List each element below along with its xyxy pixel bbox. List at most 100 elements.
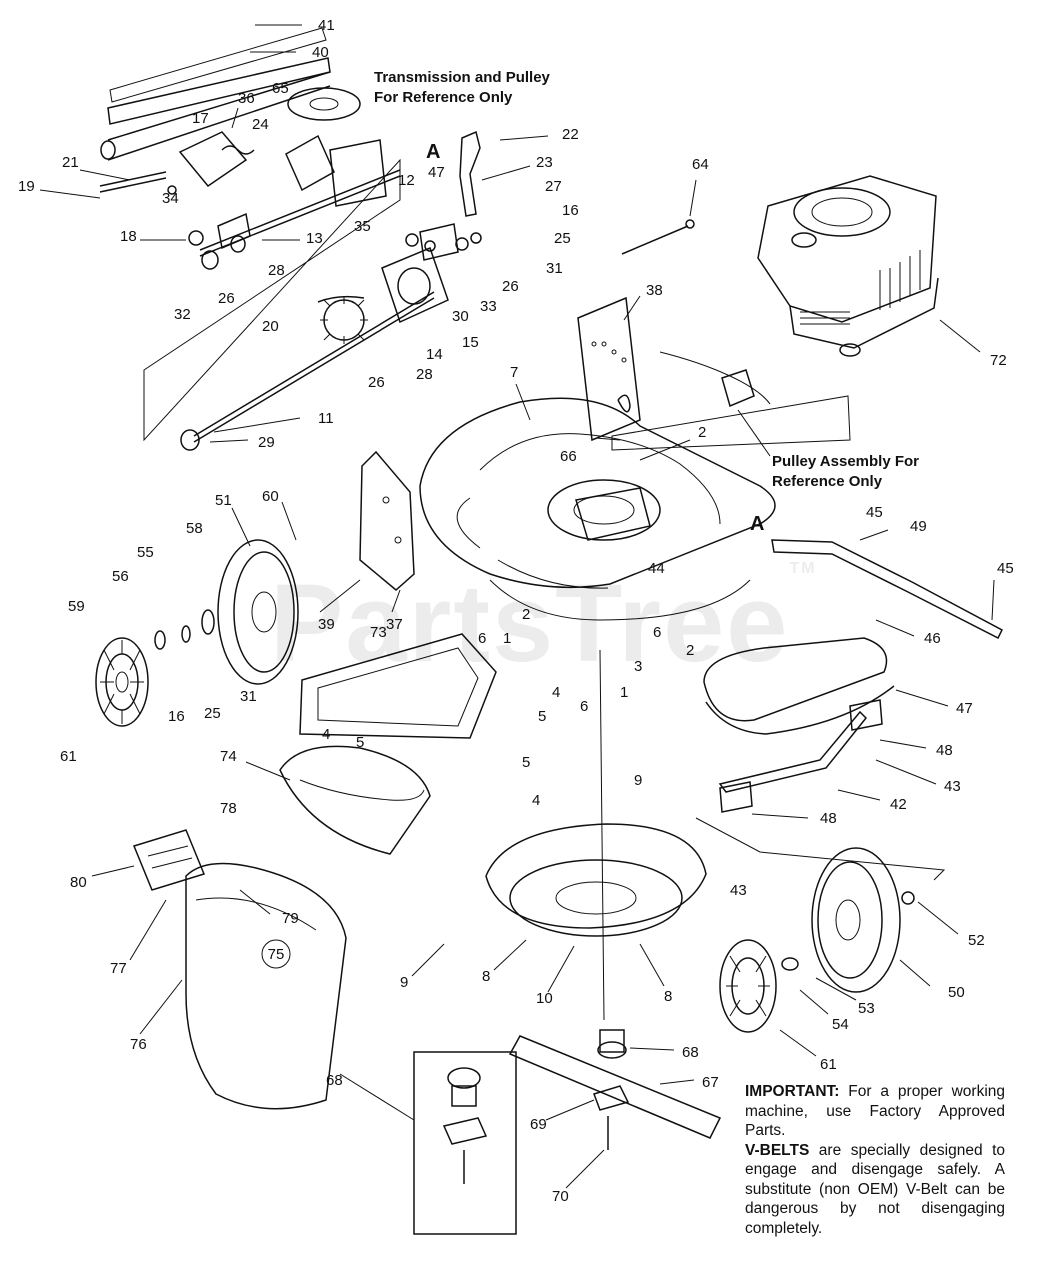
callout-52: 52 [968, 932, 985, 949]
callout-50: 50 [948, 984, 965, 1001]
callout-9: 9 [634, 772, 642, 789]
callout-49: 49 [910, 518, 927, 535]
control-cable [611, 351, 851, 451]
upper-handle [771, 539, 1003, 640]
callout-56: 56 [112, 568, 129, 585]
callout-1: 1 [620, 684, 628, 701]
callout-28: 28 [268, 262, 285, 279]
callout-72: 72 [990, 352, 1007, 369]
bag-back-plate [132, 829, 206, 891]
callout-28: 28 [416, 366, 433, 383]
callout-48: 48 [820, 810, 837, 827]
callout-55: 55 [137, 544, 154, 561]
callout-41: 41 [318, 17, 335, 34]
callout-74: 74 [220, 748, 237, 765]
callout-24: 24 [252, 116, 269, 133]
important-label: IMPORTANT: [745, 1083, 840, 1100]
marker-a-top: A [426, 141, 440, 163]
callout-5: 5 [356, 734, 364, 751]
callout-79: 79 [282, 910, 299, 927]
callout-16: 16 [168, 708, 185, 725]
callout-38: 38 [646, 282, 663, 299]
pulley-ref-line2: Reference Only [772, 473, 883, 490]
cutting-blade [508, 1029, 722, 1150]
callout-31: 31 [546, 260, 563, 277]
transmission-ref-line1: Transmission and Pulley [374, 69, 551, 86]
callout-5: 5 [522, 754, 530, 771]
callout-77: 77 [110, 960, 127, 977]
callout-27: 27 [545, 178, 562, 195]
callout-42: 42 [890, 796, 907, 813]
callout-16: 16 [562, 202, 579, 219]
pulley-ref-line1: Pulley Assembly For [772, 453, 919, 470]
chute-door [299, 633, 497, 739]
callout-18: 18 [120, 228, 137, 245]
callout-64: 64 [692, 156, 709, 173]
callout-47: 47 [428, 164, 445, 181]
callout-11: 11 [318, 410, 334, 427]
height-adjust-plate [577, 296, 641, 442]
callout-44: 44 [648, 560, 665, 577]
rear-wheel-left [154, 539, 299, 685]
callout-30: 30 [452, 308, 469, 325]
callout-15: 15 [462, 334, 479, 351]
callout-45: 45 [997, 560, 1014, 577]
callout-67: 67 [702, 1074, 719, 1091]
callout-3: 3 [634, 658, 642, 675]
callout-32: 32 [174, 306, 191, 323]
callout-70: 70 [552, 1188, 569, 1205]
callout-54: 54 [832, 1016, 849, 1033]
callout-6: 6 [653, 624, 661, 641]
callout-31: 31 [240, 688, 257, 705]
transmission-ref-line2: For Reference Only [374, 89, 513, 106]
callout-39: 39 [318, 616, 335, 633]
callout-66: 66 [560, 448, 577, 465]
blade-baffle [485, 823, 707, 937]
callout-5: 5 [538, 708, 546, 725]
callout-47: 47 [956, 700, 973, 717]
callout-25: 25 [204, 705, 221, 722]
mower-deck [419, 397, 776, 621]
marker-a-right: A [750, 513, 764, 535]
callout-40: 40 [312, 44, 329, 61]
callout-34: 34 [162, 190, 179, 207]
callout-43: 43 [944, 778, 961, 795]
callout-80: 80 [70, 874, 87, 891]
callout-58: 58 [186, 520, 203, 537]
callout-8: 8 [482, 968, 490, 985]
callout-22: 22 [562, 126, 579, 143]
top-bracket-assembly [99, 27, 401, 270]
callout-43: 43 [730, 882, 747, 899]
callout-29: 29 [258, 434, 275, 451]
grass-bag [185, 862, 347, 1110]
callout-4: 4 [552, 684, 560, 701]
callout-53: 53 [858, 1000, 875, 1017]
callout-23: 23 [536, 154, 553, 171]
callout-33: 33 [480, 298, 497, 315]
blade-adapter-inset [413, 1051, 517, 1235]
wheel-bracket [359, 450, 415, 591]
callout-12: 12 [398, 172, 415, 189]
callout-14: 14 [426, 346, 443, 363]
callout-78: 78 [220, 800, 237, 817]
callout-2: 2 [698, 424, 706, 441]
important-note: IMPORTANT: For a proper working machine,… [745, 1082, 1005, 1238]
callout-37: 37 [386, 616, 403, 633]
axle-and-gear [143, 130, 482, 451]
circled-callout-label: 75 [268, 946, 285, 963]
vbelts-text: are specially designed to engage and dis… [745, 1141, 1005, 1237]
vbelts-label: V-BELTS [745, 1141, 810, 1159]
callout-10: 10 [536, 990, 553, 1007]
bag-top [279, 745, 431, 855]
callout-6: 6 [478, 630, 486, 647]
leader-lines [39, 24, 995, 1189]
callout-6: 6 [580, 698, 588, 715]
callout-35: 35 [354, 218, 371, 235]
rear-flap [703, 637, 895, 735]
callout-21: 21 [62, 154, 79, 171]
callout-45: 45 [866, 504, 883, 521]
callout-60: 60 [262, 488, 279, 505]
callout-8: 8 [664, 988, 672, 1005]
callout-36: 36 [238, 90, 255, 107]
engine [757, 175, 939, 357]
